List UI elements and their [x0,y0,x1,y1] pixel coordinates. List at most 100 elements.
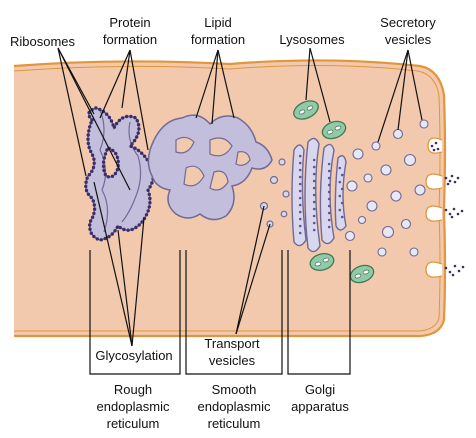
golgi-vesicle-dots [298,154,344,235]
ribosome-dot [85,176,89,180]
ribosome-dot [92,157,96,161]
ribosome-dot [92,203,97,207]
ribosome-dot [106,175,111,179]
golgi-dot [298,224,302,228]
golgi-dot [338,208,342,212]
golgi-dot [298,182,302,186]
ribosome-dot [90,215,95,219]
ribosome-dot [147,205,151,209]
golgi-dot [312,179,316,183]
ribosome-dot [115,155,120,160]
ribosome-dot [113,171,118,176]
golgi-dot [312,172,316,176]
lysosome-group [293,100,375,284]
label-rough-er-line2: endoplasmic [97,399,170,414]
golgi-dot [312,221,316,225]
lysosome [293,100,319,120]
golgi-dot [298,217,302,221]
ribosome-dot [114,121,119,126]
ribosome-dot [116,159,120,164]
golgi-dot [340,173,344,177]
ribosome-dots [84,106,156,242]
golgi-dot [327,211,331,215]
ribosome-dot [103,236,108,241]
ribosome-dot [86,141,91,146]
ribosome-dot [113,229,117,233]
ribosome-dot [136,123,141,127]
ribosome-dot [134,225,138,230]
golgi-dot [327,204,331,208]
ribosome-dot [118,225,122,230]
region-brackets [89,250,351,375]
ribosome-dot [148,201,152,205]
ribosome-dot [130,227,134,232]
golgi-dot [327,225,331,229]
golgi-dot [340,215,344,219]
golgi-dot [312,186,316,190]
ribosome-dot [112,125,117,129]
ribosome-dot [92,211,96,216]
ribosome-dot [129,144,133,149]
ribosome-dot [146,188,150,192]
golgi-dot [298,161,302,165]
golgi-dot [327,218,331,222]
label-transport-vesicles-line2: vesicles [209,353,256,368]
cell-membrane [13,59,447,338]
golgi-dot [327,183,331,187]
ribosome-dot [102,156,107,160]
ribosome-dot [87,115,92,119]
ribosome-dot [107,115,112,120]
ribosome-dot [86,137,90,141]
labels: Ribosomes Protein formation Lipid format… [10,15,436,431]
ribosome-dot [98,107,102,112]
golgi-dot [298,210,302,214]
ribosome-dot [105,148,109,152]
golgi-dot [327,190,331,194]
ribosome-dot [136,131,140,135]
lysosome [349,264,375,284]
label-protein-formation-line2: formation [103,32,157,47]
golgi-dot [298,189,302,193]
ribosome-dot [84,188,89,193]
ribosome-dot [89,121,93,125]
ribosome-dot [147,192,151,197]
label-protein-formation-line1: Protein [109,15,150,30]
label-lysosomes: Lysosomes [279,32,345,47]
ribosome-dot [105,112,109,116]
golgi-dot [312,214,316,218]
ribosome-dot [140,220,144,224]
golgi-dot [312,200,316,204]
ribosome-dot [110,174,115,178]
golgi-dot [338,194,342,198]
secreted-particles [430,141,465,277]
golgi-dot [327,162,331,166]
ribosome-dot [132,138,137,143]
ribosome-dot [101,164,106,168]
golgi-dot [340,201,344,205]
ribosome-dot [94,106,98,110]
golgi-dot [298,203,302,207]
golgi-dot [312,228,316,232]
ribosome-dot [91,165,96,170]
lysosome [309,253,335,271]
ribosome-dot [121,116,125,120]
smooth-er [147,114,273,221]
ribosome-dot [129,114,133,119]
ribosome-dot [88,223,92,227]
ribosome-dot [133,115,137,120]
ribosome-dot [92,207,97,211]
ribosome-dot [103,152,108,156]
golgi-dot [327,169,331,173]
ribosome-dot [146,209,150,213]
ribosome-dot [115,168,120,172]
ribosome-dot [125,114,129,119]
label-glycosylation: Glycosylation [95,348,172,363]
golgi-dot [327,197,331,201]
cell-membrane-inner [13,64,441,332]
label-golgi-line1: Golgi [305,382,335,397]
label-smooth-er-line2: endoplasmic [198,399,271,414]
ribosome-dot [90,118,94,122]
golgi-dot [338,166,342,170]
